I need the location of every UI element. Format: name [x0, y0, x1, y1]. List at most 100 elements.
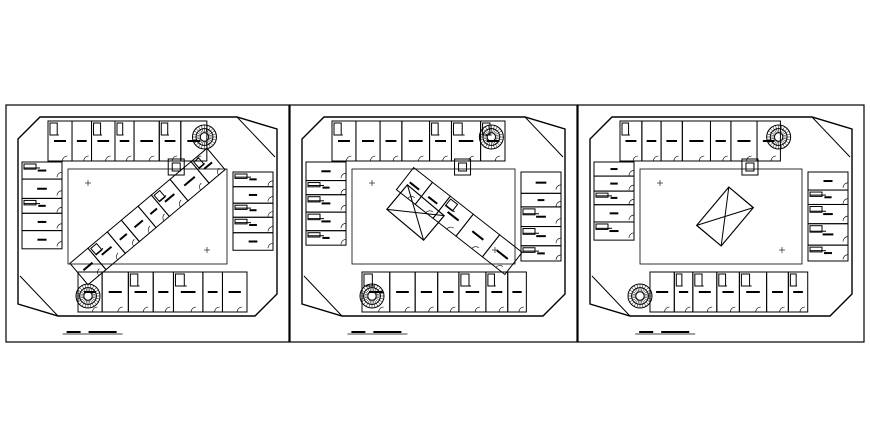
stair-tread — [482, 139, 489, 146]
room-label — [249, 223, 257, 226]
title-text-mark — [88, 331, 117, 333]
door-swing — [555, 218, 562, 224]
room — [221, 271, 248, 313]
skylight-diagonal — [720, 187, 730, 246]
stair-tread — [89, 299, 95, 307]
stair-tread — [372, 299, 376, 308]
stair-tread — [640, 284, 644, 293]
stair-tread — [479, 137, 488, 141]
door-swing — [404, 306, 411, 313]
door-swing — [147, 225, 151, 234]
room-label — [164, 140, 176, 142]
door-swing — [56, 207, 63, 213]
facade-diagonal — [811, 116, 851, 158]
fixture — [129, 273, 139, 287]
skylight-frame — [385, 183, 446, 242]
lift-shaft — [171, 162, 181, 172]
skylight — [385, 183, 446, 242]
stair-tread — [643, 289, 651, 295]
facade-diagonal — [591, 275, 631, 317]
stair-tread — [480, 138, 488, 144]
room-label — [491, 291, 503, 293]
door-swing — [664, 306, 670, 313]
stair-tread — [360, 296, 369, 300]
door-swing — [196, 155, 202, 162]
stair-tread — [207, 138, 215, 144]
stair-tread — [84, 284, 88, 293]
stair-tread — [768, 130, 776, 136]
room-label — [108, 291, 122, 293]
room-label — [824, 196, 832, 199]
stair-tread — [492, 125, 495, 134]
room-label — [158, 291, 169, 293]
stair-tread — [77, 297, 85, 303]
spiral-stair-core — [635, 291, 645, 301]
room-label — [442, 291, 454, 293]
facade-diagonal — [303, 275, 343, 317]
stair-tread — [633, 285, 639, 293]
room-label — [249, 209, 257, 212]
room-label — [82, 261, 94, 272]
stair-tread — [192, 137, 201, 141]
stair-tread — [781, 139, 788, 146]
lift-shaft — [458, 162, 468, 172]
fixture — [675, 273, 683, 287]
atrium-outline — [351, 168, 516, 265]
fixture — [160, 122, 169, 136]
stair-tread — [205, 125, 208, 134]
room — [232, 232, 274, 251]
stair-tread — [494, 128, 501, 135]
stair-tread — [206, 140, 211, 148]
door-swing — [494, 155, 501, 162]
door-swing — [105, 155, 111, 162]
stair-tread — [780, 126, 785, 134]
room — [593, 221, 635, 241]
room-label — [471, 230, 484, 241]
fixture — [234, 173, 248, 179]
room-label — [248, 240, 258, 243]
stair-tread — [766, 133, 775, 137]
stair-tread — [81, 299, 87, 307]
door-swing — [673, 155, 679, 162]
stair-tread — [195, 128, 202, 135]
room-label — [322, 186, 330, 189]
door-swing — [518, 306, 524, 313]
door-swing — [628, 198, 635, 205]
room-label — [187, 140, 201, 142]
room-label — [496, 249, 509, 260]
stair-tread — [628, 292, 637, 296]
room — [481, 234, 523, 276]
stair-tread — [485, 140, 490, 148]
door-swing — [214, 306, 220, 313]
door-swing — [555, 184, 562, 190]
sheet-frame — [289, 104, 578, 343]
facade-diagonal — [524, 116, 564, 158]
room-label — [228, 291, 241, 293]
stair-tread — [363, 298, 370, 305]
door-swing — [378, 306, 384, 313]
room-label — [625, 140, 637, 142]
spiral-stair-core — [367, 291, 377, 301]
stair-tread — [482, 128, 489, 135]
room-label — [822, 233, 834, 236]
door-swing — [392, 155, 399, 162]
door-swing — [267, 180, 274, 186]
stair-tread — [772, 140, 777, 148]
fixture — [307, 182, 321, 188]
skylight-diagonal — [386, 208, 445, 217]
door-swing — [236, 306, 243, 313]
room-label — [119, 140, 130, 142]
title-text-mark — [639, 331, 654, 333]
room-label — [824, 252, 832, 255]
building-outline — [589, 116, 853, 317]
room-label — [420, 291, 433, 293]
stair-tread — [768, 138, 776, 144]
room-label — [337, 140, 350, 142]
fixture — [460, 273, 470, 287]
door-swing — [555, 237, 562, 244]
stair-tread — [375, 297, 383, 303]
door-swing — [730, 306, 736, 313]
fixture — [694, 273, 703, 287]
stair-tread — [201, 140, 204, 149]
room-label — [678, 291, 689, 293]
